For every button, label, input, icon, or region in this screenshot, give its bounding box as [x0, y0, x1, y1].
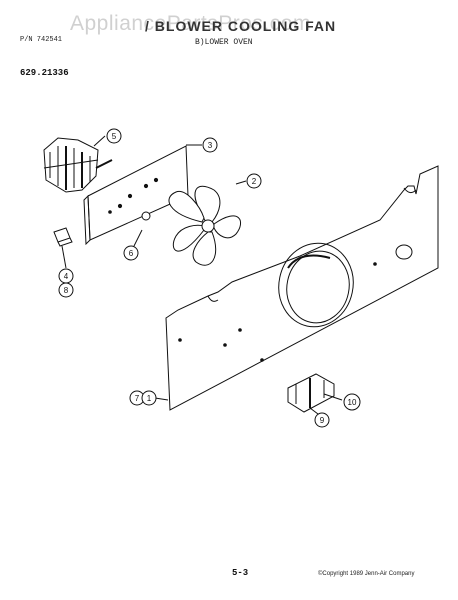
- small-clip: [53, 227, 73, 247]
- fan-blade: [168, 185, 242, 266]
- model-number: 629.21336: [20, 68, 69, 78]
- svg-text:10: 10: [348, 398, 357, 407]
- callout-9: 9: [314, 412, 330, 428]
- copyright-text: ©Copyright 1989 Jenn-Air Company: [318, 571, 415, 577]
- watermark: AppliancePartsPros.com: [70, 12, 311, 35]
- clip-fastener: [141, 211, 151, 221]
- callout-6: 6: [123, 245, 139, 261]
- callout-4: 4: [58, 268, 74, 284]
- fan-motor: [43, 137, 113, 193]
- callout-8: 8: [58, 282, 74, 298]
- svg-text:6: 6: [129, 249, 134, 258]
- page-number: 5-3: [232, 568, 249, 578]
- svg-text:4: 4: [64, 272, 69, 281]
- svg-text:9: 9: [320, 416, 325, 425]
- callout-10: 10: [343, 393, 361, 411]
- callout-1: 1: [141, 390, 157, 406]
- diagram-subtitle: B)LOWER OVEN: [195, 38, 253, 47]
- svg-text:7: 7: [135, 394, 140, 403]
- callout-3: 3: [202, 137, 218, 153]
- svg-text:3: 3: [208, 141, 213, 150]
- terminal-block: [287, 373, 335, 413]
- diagram-title: / BLOWER COOLING FAN: [145, 18, 337, 34]
- callout-5: 5: [106, 128, 122, 144]
- svg-text:1: 1: [147, 394, 152, 403]
- svg-text:8: 8: [64, 286, 69, 295]
- svg-text:2: 2: [252, 177, 257, 186]
- rear-panel: [165, 165, 439, 411]
- svg-text:5: 5: [112, 132, 117, 141]
- callout-2: 2: [246, 173, 262, 189]
- part-number: P/N 742541: [20, 36, 63, 44]
